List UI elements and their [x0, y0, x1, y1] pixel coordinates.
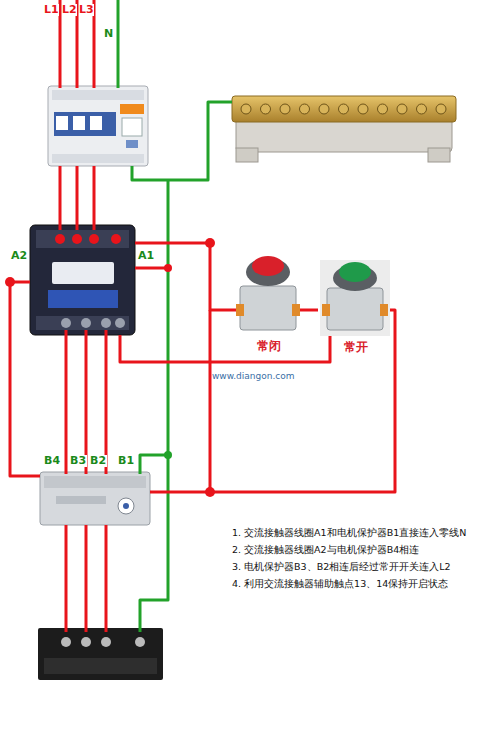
- normally-open-button: 常开: [318, 258, 390, 336]
- terminal-label: B1: [117, 455, 135, 467]
- phase-label: L2: [62, 4, 77, 16]
- button-label: 常闭: [256, 340, 282, 353]
- note: 4. 利用交流接触器辅助触点13、14保持开启状态: [232, 579, 448, 589]
- control-wire: [120, 335, 330, 362]
- control-wire: [135, 243, 236, 310]
- normally-closed-button: 常闭: [236, 250, 300, 336]
- normally-open-button: [320, 260, 390, 336]
- neutral-label: N: [104, 28, 113, 40]
- control-wire: [10, 282, 40, 476]
- wires: [60, 0, 232, 632]
- note: 3. 电机保护器B3、B2相连后经过常开开关连入L2: [232, 562, 451, 572]
- terminal-label: A1: [137, 250, 155, 262]
- circuit-breaker: [48, 86, 148, 166]
- watermark: www.diangon.com: [212, 372, 295, 382]
- terminal-label: B3: [69, 455, 87, 467]
- normally-closed-button: [236, 256, 300, 330]
- terminal-block: [38, 628, 163, 680]
- control-wire: [300, 309, 318, 312]
- terminal-label: B2: [89, 455, 107, 467]
- ac-contactor: [30, 225, 135, 335]
- motor-protector: B4B3B2B1: [40, 472, 150, 525]
- note: 2. 交流接触器线圈A2与电机保护器B4相连: [232, 545, 419, 555]
- neutral-bus-bar: [232, 96, 456, 162]
- phase-label: L1: [44, 4, 59, 16]
- terminal-label: B4: [43, 455, 61, 467]
- phase-label: L3: [79, 4, 94, 16]
- control-wire: [150, 310, 395, 492]
- motor-protector: [40, 472, 150, 525]
- button-label: 常开: [343, 341, 369, 354]
- terminal-label: A2: [10, 250, 28, 262]
- ac-contactor: A2A1: [30, 225, 135, 335]
- note: 1. 交流接触器线圈A1和电机保护器B1直接连入零线N: [232, 528, 466, 538]
